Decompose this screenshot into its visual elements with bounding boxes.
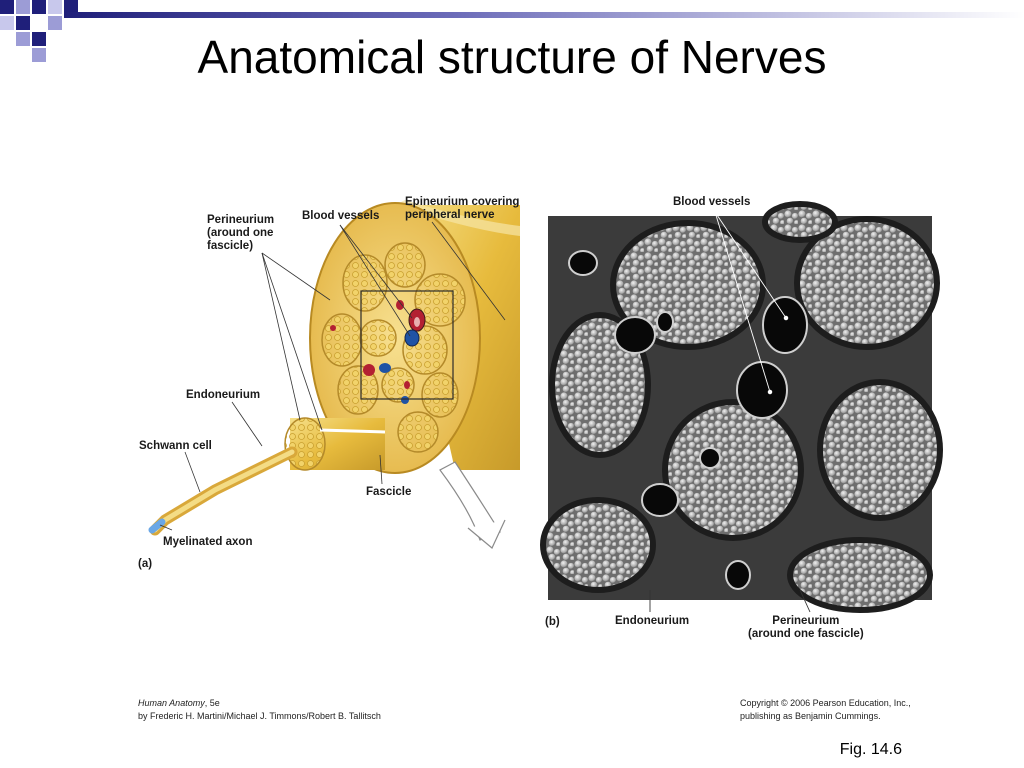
leader-lines-a — [159, 221, 506, 531]
label-blood-vessels-b: Blood vessels — [673, 196, 751, 208]
copyright-line-2: publishing as Benjamin Cummings. — [740, 711, 881, 721]
corner-decoration — [0, 0, 1024, 62]
label-endoneurium-b: Endoneurium — [615, 615, 690, 627]
label-schwann-cell: Schwann cell — [139, 440, 212, 452]
electron-micrograph — [540, 201, 943, 613]
label-myelinated-axon: Myelinated axon — [163, 536, 253, 548]
book-credit: Human Anatomy, 5e by Frederic H. Martini… — [138, 697, 381, 723]
book-authors: by Frederic H. Martini/Michael J. Timmon… — [138, 711, 381, 721]
label-endoneurium-a: Endoneurium — [186, 389, 261, 401]
panel-letter-b: (b) — [545, 616, 560, 628]
label-blood-vessels-a: Blood vessels — [302, 210, 380, 222]
copyright-credit: Copyright © 2006 Pearson Education, Inc.… — [740, 697, 911, 723]
label-fascicle: Fascicle — [366, 486, 412, 498]
label-epineurium: Epineurium covering peripheral nerve — [405, 196, 520, 221]
label-perineurium-b: Perineurium (around one fascicle) — [748, 615, 864, 640]
book-title: Human Anatomy — [138, 698, 205, 708]
figure-number: Fig. 14.6 — [839, 741, 902, 758]
label-perineurium-a: Perineurium (around one fascicle) — [207, 214, 275, 252]
slide-title: Anatomical structure of Nerves — [197, 31, 827, 83]
copyright-line-1: Copyright © 2006 Pearson Education, Inc.… — [740, 698, 911, 708]
panel-letter-a: (a) — [138, 558, 153, 570]
book-edition: , 5e — [204, 698, 220, 708]
